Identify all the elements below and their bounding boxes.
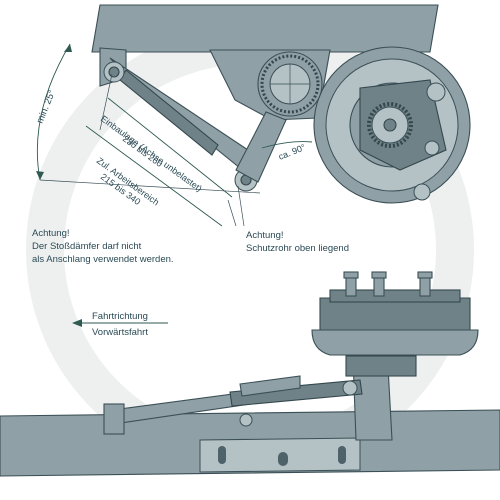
- top-view: min. 25° Einbaulage (Achse unbelastet) 2…: [32, 4, 471, 265]
- angle-arc-min: [36, 43, 71, 181]
- side-view: Fahrtrichtung Vorwärtsfahrt: [0, 271, 500, 477]
- angle-arc-90: [261, 141, 313, 149]
- chassis-frame: [91, 4, 439, 53]
- direction-sublabel: Vorwärtsfahrt: [92, 327, 148, 338]
- warning-right-title: Achtung!: [246, 230, 284, 241]
- warning-right-text: Schutzrohr oben liegend: [246, 243, 349, 254]
- shock-absorber-side: [103, 375, 363, 435]
- warning-left-text-1: Der Stoßdämfer darf nicht: [32, 241, 142, 252]
- warning-left-title: Achtung!: [32, 228, 70, 239]
- angle-min-label: min. 25°: [35, 88, 58, 125]
- arrow-left-icon: [72, 319, 82, 327]
- angle-ca-label: ca. 90°: [277, 142, 307, 162]
- work-range-line: [85, 125, 223, 227]
- lever-gear: [257, 51, 323, 117]
- install-length-line: [107, 97, 233, 198]
- direction-label: Fahrtrichtung: [92, 311, 148, 322]
- brake-chamber: [311, 271, 479, 377]
- link-arm: [235, 111, 287, 183]
- direction-indicator: Fahrtrichtung Vorwärtsfahrt: [72, 311, 168, 338]
- brake-drum: [313, 46, 471, 204]
- warning-left-text-2: als Anschlang verwendet werden.: [32, 254, 174, 265]
